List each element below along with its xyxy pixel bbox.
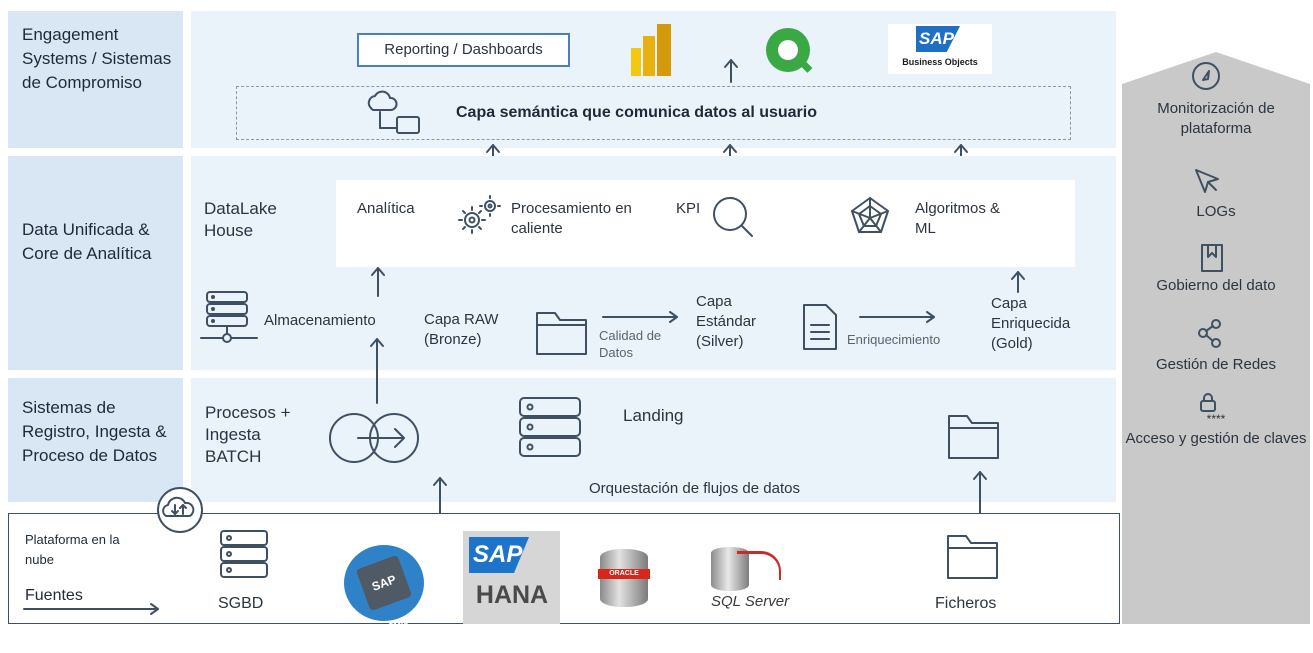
acceso-label: Acceso y gestión de claves	[1125, 430, 1307, 447]
analytics-box	[336, 180, 1075, 267]
radar-star-icon	[851, 197, 889, 233]
lock-icon	[1200, 393, 1216, 412]
registro-band	[191, 378, 1116, 502]
almacenamiento-label: Almacenamiento	[264, 312, 376, 329]
layer-label-data-core: Data Unificada & Core de Analítica	[8, 156, 183, 370]
gobierno-label: Gobierno del dato	[1156, 277, 1276, 294]
oracle-logo: ORACLE	[594, 547, 656, 609]
storage-server-icon	[200, 291, 258, 343]
ficheros-folder-icon	[947, 535, 998, 579]
power-bi-logo	[631, 24, 671, 76]
sap-hana-logo: SAP HANA	[463, 531, 560, 624]
algoritmos-label: Algoritmos & ML	[915, 200, 1001, 237]
arrow-right-icon	[602, 311, 678, 323]
arrow-up-icon	[370, 338, 384, 404]
ficheros-label: Ficheros	[935, 595, 997, 612]
layer-label-registro: Sistemas de Registro, Ingesta & Proceso …	[8, 378, 183, 502]
fuentes-label: Fuentes	[25, 587, 83, 604]
gauge-icon	[1192, 62, 1220, 90]
orquestacion-label: Orquestación de flujos de datos	[589, 480, 800, 497]
arrow-right-icon	[23, 603, 159, 615]
semantic-layer-text: Capa semántica que comunica datos al usu…	[456, 104, 817, 121]
capa-estandar-label: Capa Estándar (Silver)	[696, 293, 757, 350]
sap-hana-top-text: SAP	[469, 537, 529, 573]
semantic-layer-box	[236, 86, 1071, 140]
landing-server-icon	[519, 397, 581, 457]
document-icon	[803, 304, 837, 350]
sap-bw-text: SAP BW	[355, 554, 413, 634]
registro-label-text: Sistemas de Registro, Ingesta & Proceso …	[22, 398, 167, 465]
reporting-box: Reporting / Dashboards	[357, 33, 570, 67]
monitorizacion-label: Monitorización de plataforma	[1157, 100, 1275, 137]
arrow-up-icon	[371, 267, 385, 297]
reporting-text: Reporting / Dashboards	[384, 41, 543, 58]
business-objects-text: Business Objects	[902, 57, 978, 67]
capa-enriquecida-label: Capa Enriquecida (Gold)	[991, 295, 1071, 352]
arrow-up-icon	[973, 471, 987, 521]
sql-server-text: SQL Server	[711, 593, 790, 610]
sql-server-logo: SQL Server	[707, 545, 793, 615]
logs-label: LOGs	[1196, 203, 1236, 220]
fuentes-box	[8, 513, 1120, 624]
procesamiento-label: Procesamiento en caliente	[511, 200, 632, 237]
procesos-label: Procesos + Ingesta BATCH	[205, 403, 291, 466]
sign-in-circles-icon	[329, 413, 419, 463]
cloud-upload-download-icon	[157, 487, 203, 533]
cloud-device-icon	[367, 90, 420, 134]
cursor-icon	[1195, 169, 1219, 193]
share-nodes-icon	[1198, 319, 1221, 348]
sap-hana-bottom-text: HANA	[475, 581, 549, 609]
arrow-up-icon	[1011, 271, 1025, 293]
acceso-stars: ****	[1206, 412, 1226, 426]
analitica-label: Analítica	[357, 200, 415, 217]
datalake-title: DataLake House	[204, 199, 277, 240]
sap-businessobjects-logo: SAP Business Objects	[888, 24, 992, 74]
magnifier-icon	[713, 197, 753, 237]
landing-label: Landing	[623, 406, 684, 425]
data-core-label-text: Data Unificada & Core de Analítica	[22, 220, 152, 263]
oracle-text: ORACLE	[598, 569, 650, 579]
arrow-up-icon	[724, 59, 738, 83]
gears-icon	[458, 195, 501, 234]
enriquecimiento-label: Enriquecimiento	[847, 332, 941, 347]
book-bookmark-icon	[1201, 244, 1223, 272]
capa-raw-label: Capa RAW (Bronze)	[424, 311, 499, 348]
calidad-label: Calidad de Datos	[599, 328, 662, 360]
qlik-logo	[766, 28, 814, 76]
folder-icon	[536, 312, 587, 355]
folder-open-icon	[948, 415, 999, 459]
engagement-label-text: Engagement Systems / Sistemas de Comprom…	[22, 25, 172, 92]
layer-label-engagement: Engagement Systems / Sistemas de Comprom…	[8, 11, 183, 148]
kpi-label: KPI	[676, 200, 701, 217]
sap-bo-text: SAP	[916, 26, 960, 52]
arrow-right-icon	[859, 311, 935, 323]
redes-label: Gestión de Redes	[1155, 356, 1277, 373]
sgbd-server-icon	[220, 530, 268, 578]
sgbd-label: SGBD	[218, 595, 264, 612]
plataforma-nube-label: Plataforma en la nube	[25, 532, 120, 567]
sap-bw-logo: SAP BW	[344, 545, 424, 634]
